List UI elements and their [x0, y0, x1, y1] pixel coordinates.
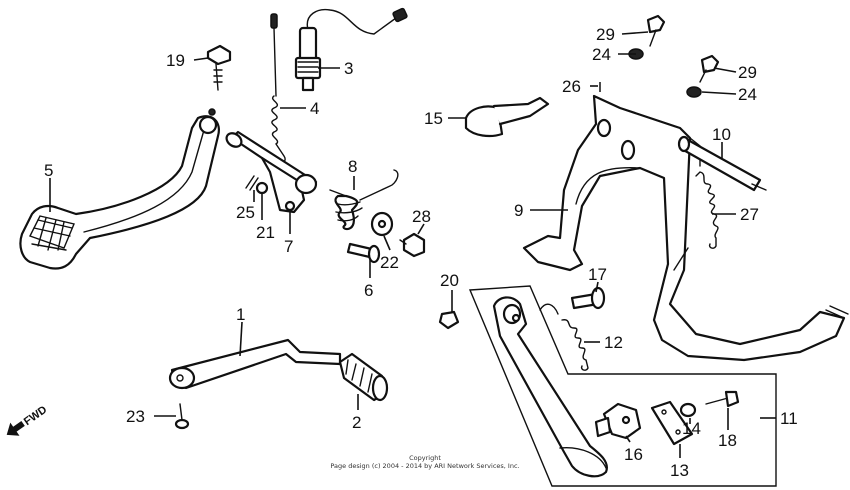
- bolt-29-top: [646, 14, 666, 47]
- brake-pedal: [19, 108, 220, 270]
- callout-8: 8: [348, 157, 357, 176]
- callout-28: 28: [412, 207, 431, 226]
- callout-24-right: 24: [738, 85, 757, 104]
- callout-21: 21: [256, 223, 275, 242]
- forward-arrow-icon: [6, 420, 25, 436]
- callout-17: 17: [588, 265, 607, 284]
- callout-26: 26: [562, 77, 581, 96]
- forward-label: FWD: [22, 404, 49, 428]
- washer-24-right: [686, 86, 702, 98]
- callout-10: 10: [712, 125, 731, 144]
- bolt-23: [174, 403, 190, 430]
- forward-direction-indicator: FWD: [6, 404, 49, 436]
- change-pedal: [168, 338, 342, 390]
- callout-15: 15: [424, 109, 443, 128]
- callout-14: 14: [682, 419, 701, 438]
- leader-lines: [49, 31, 776, 458]
- side-stand: [492, 296, 608, 478]
- callout-4: 4: [310, 99, 319, 118]
- callout-22: 22: [380, 253, 399, 272]
- cotter-pin: [245, 175, 269, 195]
- callout-23: 23: [126, 407, 145, 426]
- spring-12: [539, 303, 589, 371]
- callout-12: 12: [604, 333, 623, 352]
- switch-bracket-16: [594, 402, 642, 440]
- pin-20: [438, 310, 460, 330]
- callout-9: 9: [514, 201, 523, 220]
- side-stand-group-outline: [468, 285, 777, 487]
- callout-5: 5: [44, 161, 53, 180]
- bolt-18: [705, 390, 740, 408]
- callout-16: 16: [624, 445, 643, 464]
- brake-switch: [294, 7, 408, 92]
- callout-19: 19: [166, 51, 185, 70]
- bolt-19: [206, 44, 232, 91]
- cap-14: [679, 402, 697, 418]
- callout-1: 1: [236, 305, 245, 324]
- callout-18: 18: [718, 431, 737, 450]
- return-spring: [329, 169, 399, 231]
- plate-13: [650, 400, 694, 446]
- pivot-pin-6: [346, 242, 381, 264]
- callout-29-top: 29: [596, 25, 615, 44]
- pivot-shaft: [225, 130, 318, 214]
- callout-3: 3: [344, 59, 353, 78]
- copyright-notice: Copyright Page design (c) 2004 - 2014 by…: [330, 454, 519, 470]
- main-stand: [522, 94, 849, 362]
- callout-6: 6: [364, 281, 373, 300]
- callout-27: 27: [740, 205, 759, 224]
- callout-numbers: 1 2 3 4 5 6 7 8 9 10 11 12 13 14 15 16 1…: [44, 25, 798, 480]
- copyright-line-2: Page design (c) 2004 - 2014 by ARI Netwo…: [330, 462, 519, 470]
- bolt-28: [399, 232, 426, 258]
- callout-7: 7: [284, 237, 293, 256]
- callout-29-right: 29: [738, 63, 757, 82]
- pedal-rubber: [338, 352, 389, 402]
- stand-spring: [695, 171, 719, 249]
- stand-pipe: [677, 135, 767, 192]
- callout-13: 13: [670, 461, 689, 480]
- switch-rod: [270, 13, 278, 97]
- callout-11: 11: [780, 409, 798, 428]
- callout-20: 20: [440, 271, 459, 290]
- washer-22: [370, 211, 394, 237]
- callout-24-top: 24: [592, 45, 611, 64]
- stopper-rubber: [464, 96, 550, 138]
- callout-2: 2: [352, 413, 361, 432]
- callout-25: 25: [236, 203, 255, 222]
- switch-spring: [271, 95, 286, 164]
- copyright-line-1: Copyright: [409, 454, 441, 462]
- bolt-17: [570, 286, 606, 310]
